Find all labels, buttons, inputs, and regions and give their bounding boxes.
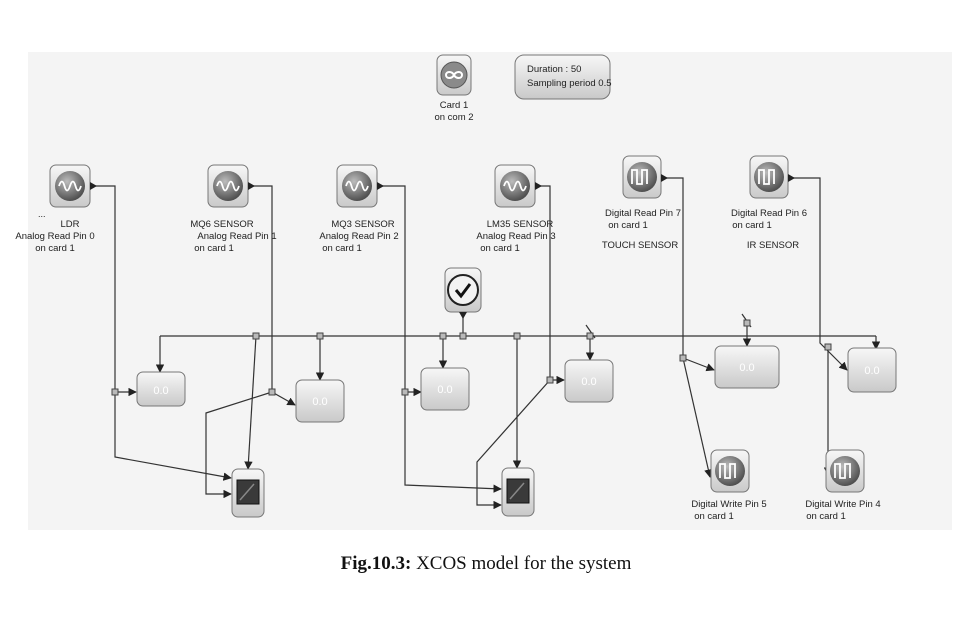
source-label: Analog Read Pin 2 bbox=[319, 231, 398, 242]
source-digital-read-6[interactable]: Digital Read Pin 6 on card 1 IR SENSOR bbox=[731, 155, 807, 251]
display-value: 0.0 bbox=[739, 362, 754, 374]
source-label: on card 1 bbox=[322, 243, 362, 254]
digital-write-5[interactable]: Digital Write Pin 5 on card 1 bbox=[691, 449, 767, 522]
write-label: on card 1 bbox=[806, 511, 846, 522]
card-port: on com 2 bbox=[434, 112, 473, 123]
source-lm35[interactable]: LM35 SENSOR Analog Read Pin 3 on card 1 bbox=[476, 164, 556, 254]
display-5[interactable]: 0.0 bbox=[714, 345, 780, 389]
source-label: MQ3 SENSOR bbox=[331, 219, 394, 230]
display-value: 0.0 bbox=[312, 396, 327, 408]
display-value: 0.0 bbox=[437, 384, 452, 396]
scope-icon bbox=[236, 479, 260, 505]
source-label: Digital Read Pin 6 bbox=[731, 208, 807, 219]
display-value: 0.0 bbox=[864, 365, 879, 377]
write-label: on card 1 bbox=[694, 511, 734, 522]
display-3[interactable]: 0.0 bbox=[420, 367, 470, 411]
scope-icon bbox=[506, 478, 530, 504]
sampling-text: Sampling period 0.5 bbox=[527, 78, 612, 89]
source-label: MQ6 SENSOR bbox=[190, 219, 253, 230]
source-label: on card 1 bbox=[35, 243, 75, 254]
display-2[interactable]: 0.0 bbox=[295, 379, 345, 423]
caption-text: XCOS model for the system bbox=[411, 553, 632, 574]
source-label: on card 1 bbox=[194, 243, 234, 254]
clock-block[interactable] bbox=[444, 267, 482, 319]
write-label: Digital Write Pin 4 bbox=[805, 499, 880, 510]
scope-1[interactable] bbox=[231, 468, 265, 518]
source-label: TOUCH SENSOR bbox=[602, 240, 679, 251]
display-value: 0.0 bbox=[153, 385, 168, 397]
source-label: Analog Read Pin 1 bbox=[197, 231, 276, 242]
card-title: Card 1 bbox=[440, 100, 469, 111]
source-label: on card 1 bbox=[608, 220, 648, 231]
duration-text: Duration : 50 bbox=[527, 64, 581, 75]
source-ellipsis: ... bbox=[38, 209, 46, 219]
source-mq6[interactable]: MQ6 SENSOR Analog Read Pin 1 on card 1 bbox=[190, 164, 277, 254]
diagram-canvas bbox=[28, 52, 952, 530]
split-points bbox=[111, 319, 832, 396]
source-label: on card 1 bbox=[732, 220, 772, 231]
simulation-settings-box[interactable]: Duration : 50 Sampling period 0.5 bbox=[514, 54, 612, 100]
scope-2[interactable] bbox=[501, 467, 535, 517]
source-label: Digital Read Pin 7 bbox=[605, 208, 681, 219]
clock-check-icon bbox=[447, 274, 479, 306]
source-ldr[interactable]: ... LDR Analog Read Pin 0 on card 1 bbox=[15, 164, 97, 254]
write-label: Digital Write Pin 5 bbox=[691, 499, 766, 510]
caption-label: Fig.10.3: bbox=[340, 553, 412, 574]
display-1[interactable]: 0.0 bbox=[136, 371, 186, 407]
source-digital-read-7[interactable]: Digital Read Pin 7 on card 1 TOUCH SENSO… bbox=[602, 155, 681, 251]
source-label: on card 1 bbox=[480, 243, 520, 254]
source-label: Analog Read Pin 0 bbox=[15, 231, 94, 242]
digital-write-4[interactable]: Digital Write Pin 4 on card 1 bbox=[805, 449, 881, 522]
source-mq3[interactable]: MQ3 SENSOR Analog Read Pin 2 on card 1 bbox=[319, 164, 399, 254]
figure-caption: Fig.10.3: XCOS model for the system bbox=[0, 553, 972, 575]
infinity-icon bbox=[440, 61, 468, 89]
source-label: Analog Read Pin 3 bbox=[476, 231, 555, 242]
arduino-card-block[interactable]: Card 1 on com 2 bbox=[434, 54, 474, 123]
display-6[interactable]: 0.0 bbox=[847, 347, 897, 393]
display-4[interactable]: 0.0 bbox=[564, 359, 614, 403]
source-label: LM35 SENSOR bbox=[487, 219, 554, 230]
source-label: IR SENSOR bbox=[747, 240, 799, 251]
display-value: 0.0 bbox=[581, 376, 596, 388]
source-label: LDR bbox=[60, 219, 79, 230]
